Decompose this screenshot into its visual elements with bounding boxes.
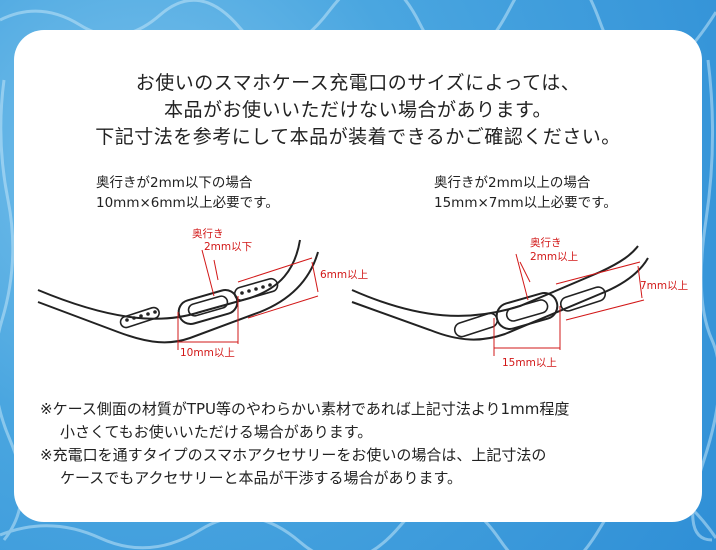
left-depth-label-1: 奥行き [192,227,224,240]
speaker-holes-left-b [233,277,279,302]
case-right-label: 奥行きが2mm以上の場合 15mm×7mm以上必要です。 [434,173,617,213]
case-outline-right-inner [351,257,649,341]
speaker-holes-left-a [119,306,160,329]
case-left-label: 奥行きが2mm以下の場合 10mm×6mm以上必要です。 [96,173,279,213]
case-left-line-2: 10mm×6mm以上必要です。 [96,195,279,211]
case-left-line-1: 奥行きが2mm以下の場合 [96,175,253,191]
case-outline-left-inner [37,251,319,344]
note-2-line-1: ※充電口を通すタイプのスマホアクセサリーをお使いの場合は、上記寸法の [40,446,547,464]
right-width-label: 15mm以上 [502,357,557,369]
right-depth-label-1: 奥行き [530,236,562,249]
dimension-lines-right [493,253,645,356]
dimension-lines-left [177,249,319,350]
note-1-line-1: ※ケース側面の材質がTPU等のやわらかい素材であれば上記寸法より1mm程度 [40,400,570,418]
note-1-line-2: 小さくてもお使いいただける場合があります。 [60,423,373,441]
case-right-line-2: 15mm×7mm以上必要です。 [434,195,617,211]
heading-line-2: 本品がお使いいただけない場合があります。 [163,99,553,121]
heading-line-1: お使いのスマホケース充電口のサイズによっては、 [135,72,581,94]
left-width-label: 10mm以上 [180,347,235,359]
right-height-label: 7mm以上 [640,280,688,292]
note-2-line-2: ケースでもアクセサリーと本品が干渉する場合があります。 [60,469,463,487]
left-depth-label-2: 2mm以下 [204,241,252,253]
slot-right-b [559,286,607,312]
notice-heading: お使いのスマホケース充電口のサイズによっては、 本品がお使いいただけない場合があ… [14,70,702,151]
notes: ※ケース側面の材質がTPU等のやわらかい素材であれば上記寸法より1mm程度 小さ… [40,398,569,490]
left-height-label: 6mm以上 [320,269,368,281]
heading-line-3: 下記寸法を参考にして本品が装着できるかご確認ください。 [95,126,621,148]
case-right-line-1: 奥行きが2mm以上の場合 [434,175,591,191]
case-outline-left [37,239,301,320]
charge-port-right [495,292,559,330]
right-depth-label-2: 2mm以上 [530,251,578,263]
case-outline-right [351,245,639,317]
